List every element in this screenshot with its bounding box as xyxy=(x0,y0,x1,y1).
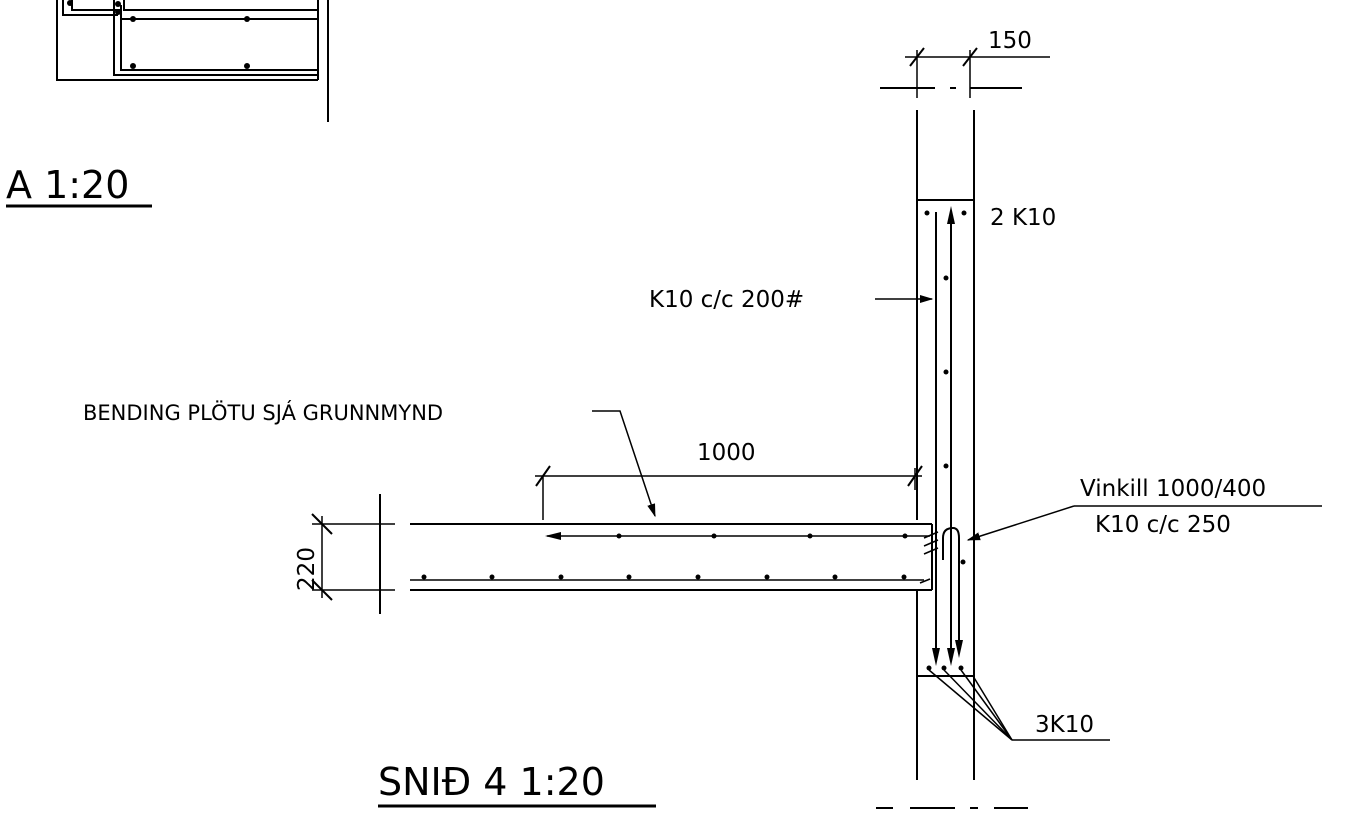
section-4-title: SNIÐ 4 1:20 xyxy=(378,760,605,804)
wall xyxy=(876,87,1028,809)
bottom-bars-label: 3K10 xyxy=(1035,712,1094,738)
slab-note-label: BENDING PLÖTU SJÁ GRUNNMYND xyxy=(83,400,443,425)
slab-length-label: 1000 xyxy=(697,440,756,466)
slab-note-leader xyxy=(592,410,656,518)
section-a-detail xyxy=(56,0,329,122)
angle-bar-leader xyxy=(966,505,1075,541)
slab-thickness-dimension xyxy=(311,513,395,601)
top-bars-label: 2 K10 xyxy=(990,205,1056,231)
slab-length-dimension xyxy=(535,465,923,520)
wall-width-label: 150 xyxy=(988,28,1032,54)
angle-bar-label-2: K10 c/c 250 xyxy=(1095,512,1231,538)
bottom-bars-leaders xyxy=(928,669,1110,741)
slab xyxy=(379,494,939,614)
angle-bar-label-1: Vinkill 1000/400 xyxy=(1080,476,1266,502)
section-a-title: A 1:20 xyxy=(6,163,129,207)
wall-width-dimension xyxy=(905,47,1050,98)
wall-reinforcement xyxy=(924,206,967,671)
slab-thickness-label: 220 xyxy=(294,547,320,591)
wall-rebar-label: K10 c/c 200# xyxy=(649,287,804,313)
